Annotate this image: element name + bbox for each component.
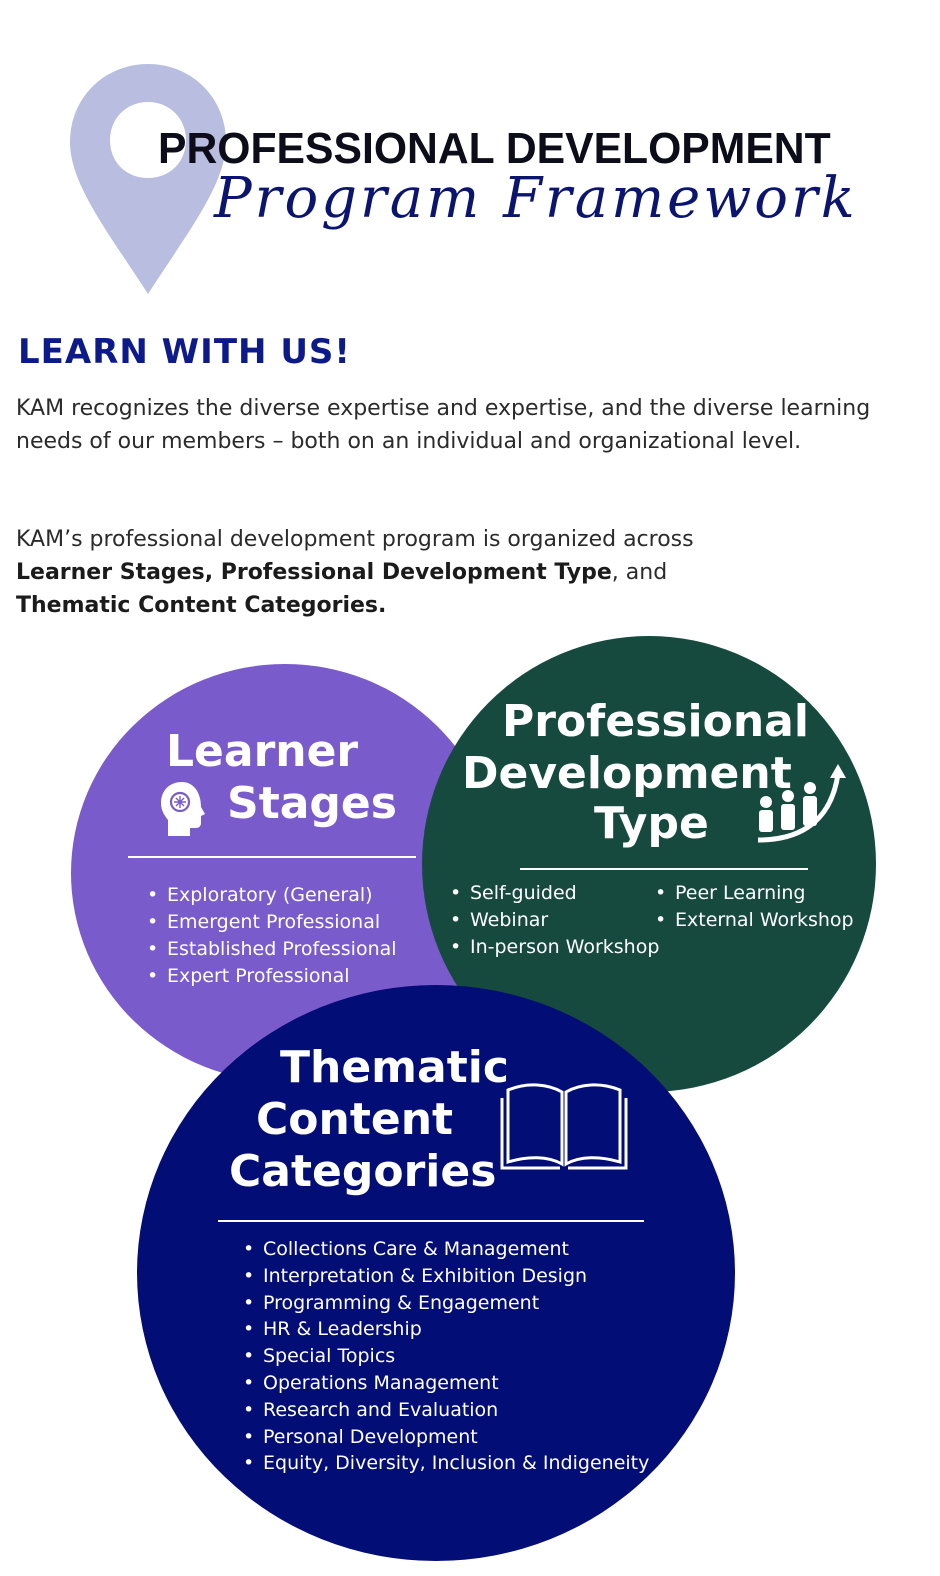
intro-paragraph-2: KAM’s professional development program i… (16, 523, 916, 622)
list-item: Expert Professional (145, 963, 397, 990)
list-item: Interpretation & Exhibition Design (241, 1263, 649, 1290)
intro-bold-categories-2: Thematic Content Categories. (16, 593, 387, 618)
list-item: Special Topics (241, 1343, 649, 1370)
list-item: Research and Evaluation (241, 1397, 649, 1424)
learner-title-line2: Stages (227, 778, 397, 829)
list-item: In-person Workshop (448, 934, 659, 961)
list-item: Emergent Professional (145, 909, 397, 936)
pd-title-line2: Development (462, 748, 792, 799)
section-heading: LEARN WITH US! (18, 332, 351, 372)
page-title: PROFESSIONAL DEVELOPMENT (158, 124, 831, 173)
learner-title-line1: Learner (166, 726, 359, 777)
thematic-title-line2: Content (256, 1094, 454, 1145)
head-brain-icon (161, 782, 205, 836)
list-item: Self-guided (448, 880, 659, 907)
intro-paragraph-2-mid: , and (611, 560, 668, 585)
pd-title-line1: Professional (502, 696, 809, 747)
page-subtitle-script: Program Framework (214, 166, 858, 231)
list-item: Exploratory (General) (145, 882, 397, 909)
learner-divider (128, 856, 416, 858)
learner-stages-list: Exploratory (General) Emergent Professio… (145, 882, 397, 990)
list-item: Webinar (448, 907, 659, 934)
list-item: Personal Development (241, 1424, 649, 1451)
pd-type-list-col1: Self-guided Webinar In-person Workshop (448, 880, 659, 961)
intro-paragraph-2-lead: KAM’s professional development program i… (16, 527, 694, 552)
pd-divider (520, 868, 808, 870)
pd-title-line3: Type (594, 798, 709, 849)
list-item: HR & Leadership (241, 1316, 649, 1343)
list-item: Peer Learning (653, 880, 854, 907)
list-item: Established Professional (145, 936, 397, 963)
thematic-divider (218, 1220, 644, 1222)
thematic-title-line3: Categories (229, 1146, 497, 1197)
open-book-icon (500, 1083, 628, 1170)
list-item: Operations Management (241, 1370, 649, 1397)
list-item: Programming & Engagement (241, 1290, 649, 1317)
list-item: Collections Care & Management (241, 1236, 649, 1263)
intro-paragraph-1: KAM recognizes the diverse expertise and… (16, 396, 871, 454)
thematic-title-line1: Thematic (280, 1042, 509, 1093)
list-item: Equity, Diversity, Inclusion & Indigenei… (241, 1450, 649, 1477)
thematic-categories-list: Collections Care & Management Interpreta… (241, 1236, 649, 1477)
pd-type-list-col2: Peer Learning External Workshop (653, 880, 854, 934)
intro-bold-categories-1: Learner Stages, Professional Development… (16, 560, 612, 585)
list-item: External Workshop (653, 907, 854, 934)
people-growth-arrow-icon (757, 764, 846, 843)
location-pin-icon (70, 64, 226, 294)
